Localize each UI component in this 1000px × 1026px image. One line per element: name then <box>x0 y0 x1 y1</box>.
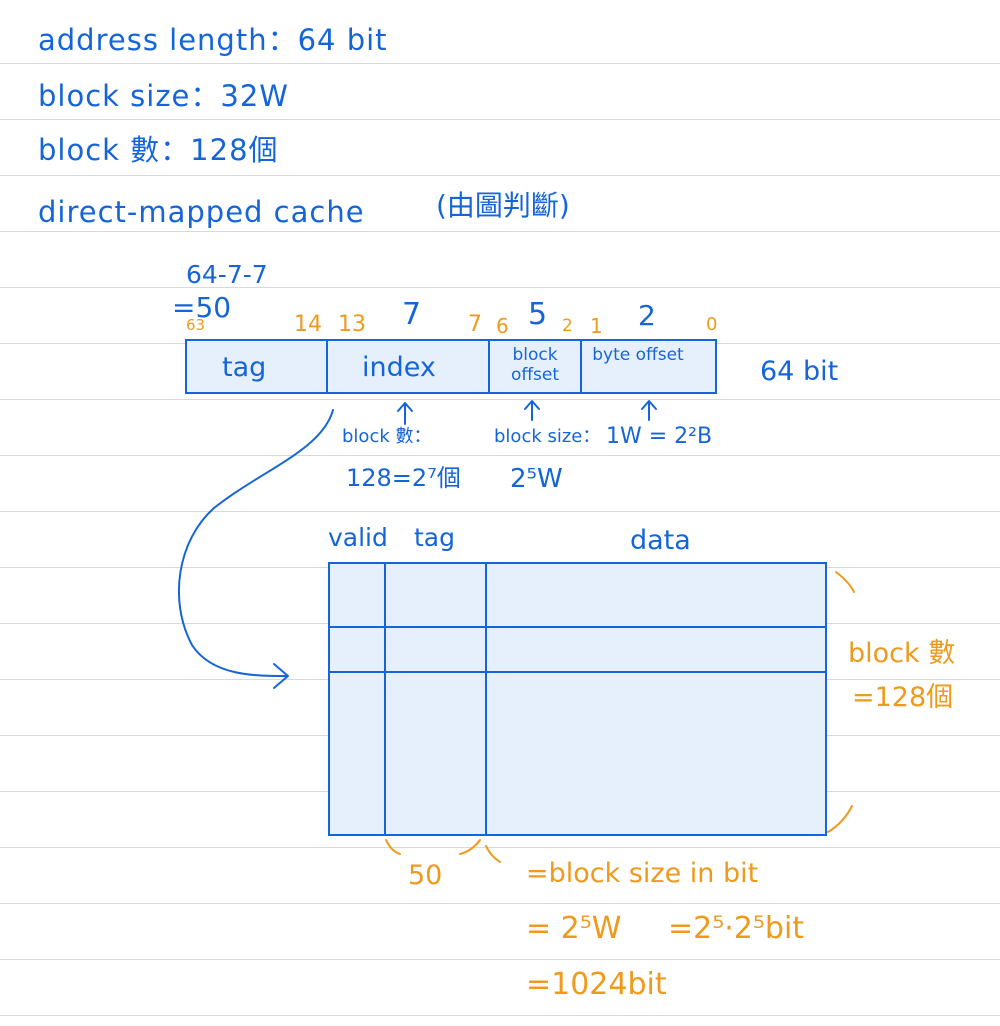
data-column-header: data <box>630 525 691 556</box>
tag-width-brace-left <box>385 839 401 855</box>
bit-13-label: 13 <box>338 312 366 337</box>
bit-7-label: 7 <box>468 312 482 337</box>
cache-type-remark: (由圖判斷) <box>436 189 570 222</box>
address-total-width: 64 bit <box>760 356 839 387</box>
cache-row-divider <box>329 671 826 673</box>
cache-row-divider <box>329 626 826 628</box>
bit-63-label: 63 <box>186 316 206 334</box>
tag-width-calc: 64-7-7 <box>186 260 268 289</box>
index-note-label: block 數： <box>342 426 432 447</box>
byte-offset-field-label: byte offset <box>592 345 684 365</box>
up-arrow-icon <box>524 400 540 421</box>
block-count-label: block 數 <box>848 638 956 669</box>
byte-offset-note: 1W = 2²B <box>606 424 713 449</box>
index-width: 7 <box>402 297 422 332</box>
rows-brace-bottom <box>827 805 853 833</box>
tag-column-header: tag <box>414 523 455 552</box>
arrowhead-icon <box>273 663 289 689</box>
tag-width-brace-right <box>459 839 481 855</box>
block-size-note: block size：32W <box>38 79 289 113</box>
tag-width-result: =50 <box>172 291 232 324</box>
valid-column-header: valid <box>328 523 388 552</box>
data-size-calc-line: =2⁵·2⁵bit <box>668 911 805 946</box>
rows-brace-top <box>835 571 855 593</box>
address-format-box <box>185 339 717 394</box>
up-arrow-icon <box>641 400 657 421</box>
block-offset-note-value: 2⁵W <box>510 464 563 494</box>
bit-0-label: 0 <box>706 314 718 335</box>
data-size-calc-line: =block size in bit <box>526 858 759 889</box>
cache-column-divider <box>384 563 386 835</box>
cache-type-note: direct-mapped cache <box>38 195 365 229</box>
bit-2-label: 2 <box>562 316 573 336</box>
block-count-value: =128個 <box>852 682 954 713</box>
index-field-label: index <box>362 352 436 383</box>
bit-1-label: 1 <box>590 314 603 338</box>
cache-column-divider <box>485 563 487 835</box>
bit-6-label: 6 <box>496 314 509 338</box>
block-offset-field-label: block offset <box>510 345 560 385</box>
data-width-brace <box>485 845 501 863</box>
cache-table <box>328 562 827 836</box>
data-size-calc-line: =1024bit <box>526 967 667 1002</box>
tag-width-annotation: 50 <box>408 860 443 891</box>
address-divider <box>326 340 328 393</box>
address-length-note: address length：64 bit <box>38 23 388 57</box>
block-offset-note-label: block size： <box>494 426 601 447</box>
byte-offset-width: 2 <box>638 299 656 332</box>
address-divider <box>488 340 490 393</box>
index-note-value: 128=2⁷個 <box>346 464 461 492</box>
bit-14-label: 14 <box>294 312 322 337</box>
address-divider <box>580 340 582 393</box>
block-count-note: block 數：128個 <box>38 133 279 167</box>
data-size-calc-line: = 2⁵W <box>526 911 622 946</box>
index-pointer-arrow <box>177 409 334 677</box>
up-arrow-icon <box>397 402 413 425</box>
block-offset-width: 5 <box>528 297 548 332</box>
tag-field-label: tag <box>222 352 267 383</box>
